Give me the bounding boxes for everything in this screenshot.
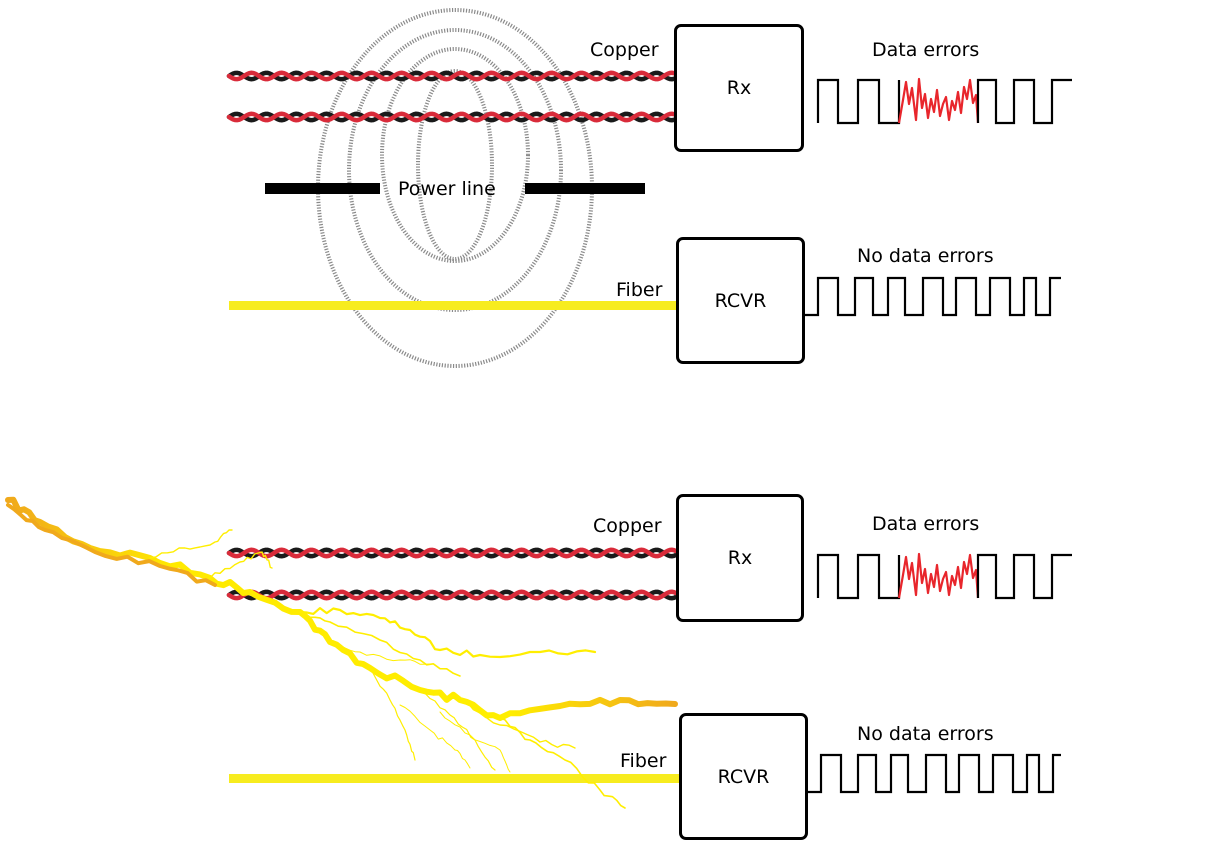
bolt-branch-2: [209, 551, 273, 579]
bolt-branch-5: [369, 667, 416, 761]
copper-label-top: Copper: [590, 39, 659, 61]
bolt-branch-10: [439, 711, 511, 773]
signal-waveforms: [805, 77, 1072, 794]
bolt-branch-8: [499, 717, 626, 809]
signal-copper-top-noise: [897, 77, 980, 124]
no-data-errors-label-bottom: No data errors: [857, 723, 994, 745]
rx-box-top-label: Rx: [726, 77, 752, 99]
copper-pair-bottom-1-red-strand: [226, 547, 679, 559]
power-line-right: [525, 183, 645, 194]
signal-fiber-bottom: [808, 753, 1061, 794]
copper-pair-top-1-red-strand: [226, 70, 679, 82]
signal-copper-bottom-start: [816, 553, 901, 600]
signal-copper-top-start: [816, 78, 901, 125]
fiber-label-bottom: Fiber: [620, 750, 667, 772]
signal-copper-top-end: [976, 78, 1072, 125]
bolt-branch-6: [419, 689, 496, 771]
copper-pair-bottom-1: [226, 547, 679, 559]
fiber-label-top: Fiber: [616, 279, 663, 301]
copper-pair-top-2: [226, 111, 679, 123]
copper-label-bottom: Copper: [593, 515, 662, 537]
bolt-branch-11: [329, 641, 431, 665]
rcvr-box-bottom-label: RCVR: [717, 765, 770, 788]
field-ring-4: [416, 69, 494, 261]
bolt-branch-4: [299, 611, 461, 677]
fiber-line-top: [229, 301, 676, 310]
bolt-main-shadow: [6, 503, 217, 587]
power-line-label: Power line: [398, 178, 496, 200]
signal-copper-bottom-end: [976, 553, 1072, 600]
signal-fiber-top: [805, 276, 1061, 317]
no-data-errors-label-top: No data errors: [857, 245, 994, 267]
bolt-branch-3: [298, 607, 597, 659]
rx-box-bottom-label: Rx: [727, 547, 753, 569]
signal-copper-bottom-noise: [897, 552, 980, 599]
rx-box-bottom: Rx: [676, 494, 804, 622]
lightning-bolt-icon: [5, 496, 678, 809]
rx-box-top: Rx: [674, 24, 804, 152]
cables: [226, 70, 679, 783]
field-ring-3: [380, 47, 530, 263]
copper-pair-bottom-2-red-strand: [226, 589, 679, 601]
power-line: [265, 183, 645, 194]
bolt-branch-1: [149, 529, 233, 559]
rcvr-box-top-label: RCVR: [714, 289, 767, 312]
power-line-left: [265, 183, 380, 194]
rcvr-box-top: RCVR: [676, 237, 805, 364]
copper-pair-top-1: [226, 70, 679, 82]
copper-pair-bottom-2: [226, 589, 679, 601]
bolt-main-channel: [5, 496, 678, 721]
data-errors-label-bottom: Data errors: [872, 513, 980, 535]
fiber-line-bottom: [229, 774, 679, 783]
rcvr-box-bottom: RCVR: [679, 713, 808, 840]
copper-pair-top-2-red-strand: [226, 111, 679, 123]
data-errors-label-top: Data errors: [872, 39, 980, 61]
bolt-branch-9: [399, 704, 471, 769]
